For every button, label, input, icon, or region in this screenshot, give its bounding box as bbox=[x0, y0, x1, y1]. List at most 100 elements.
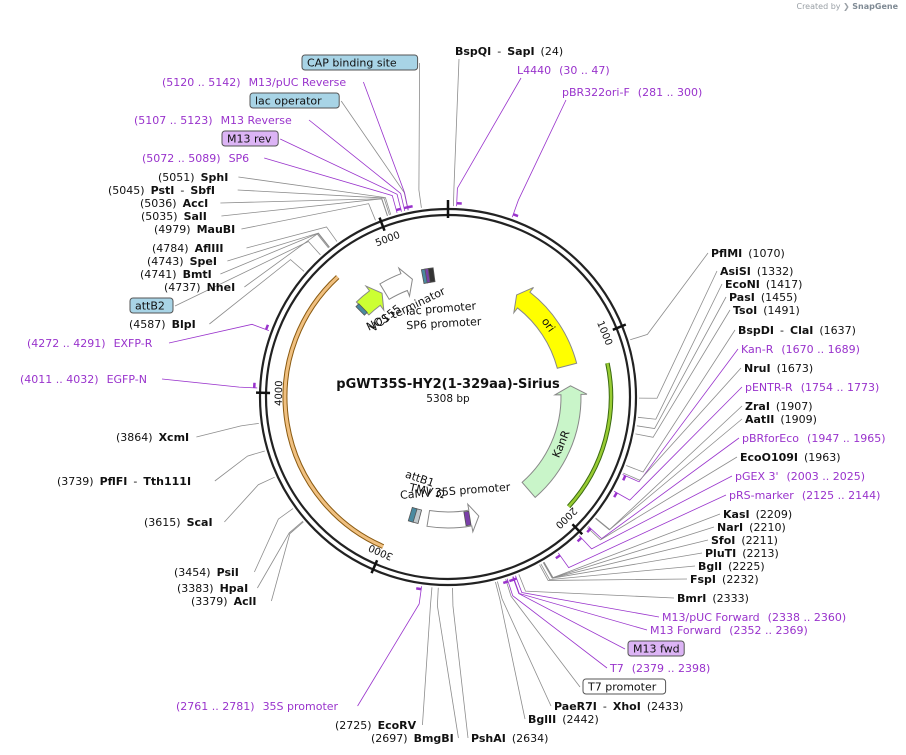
cap-site-box bbox=[427, 267, 436, 283]
primer-bind-mark bbox=[416, 587, 422, 591]
enzyme-name: BlpI bbox=[172, 318, 196, 331]
enzyme-name: Tth111I bbox=[143, 475, 191, 488]
enzyme-label: PaeR7I-XhoI(2433) bbox=[554, 700, 683, 713]
primer-name: pRS-marker bbox=[729, 489, 794, 502]
leader-line bbox=[220, 232, 330, 275]
label-box bbox=[627, 640, 685, 657]
primer-name: M13 Forward bbox=[650, 624, 721, 637]
primer-bind-mark bbox=[622, 475, 627, 481]
enzyme-position: (2210) bbox=[749, 521, 786, 534]
primer-position: (5107 .. 5123) bbox=[134, 114, 213, 127]
enzyme-label: (4784)AflIII bbox=[152, 242, 224, 255]
leader-line bbox=[436, 587, 459, 739]
enzyme-name: BspQI bbox=[455, 45, 491, 58]
enzyme-name: TsoI bbox=[733, 304, 757, 317]
orf-arc-outline bbox=[282, 275, 385, 549]
enzyme-position: (1332) bbox=[757, 265, 794, 278]
leader-line bbox=[224, 476, 275, 523]
enzyme-name: EcoO109I bbox=[740, 451, 798, 464]
kb-tick-mark bbox=[612, 323, 627, 331]
enzyme-name: SapI bbox=[507, 45, 534, 58]
enzyme-position: (4743) bbox=[147, 255, 184, 268]
leader-line bbox=[196, 422, 259, 438]
primer-label: pBRforEco(1947 .. 1965) bbox=[742, 432, 886, 445]
leader-line bbox=[214, 450, 265, 482]
enzyme-separator: - bbox=[180, 184, 184, 197]
primer-bind-mark bbox=[613, 492, 618, 498]
leader-line bbox=[238, 176, 392, 215]
primer-label: pRS-marker(2125 .. 2144) bbox=[729, 489, 880, 502]
primer-position: (2003 .. 2025) bbox=[787, 470, 866, 483]
enzyme-label: NarI (2210) bbox=[717, 521, 786, 534]
enzyme-position: (5035) bbox=[141, 210, 178, 223]
primer-label: Kan-R(1670 .. 1689) bbox=[741, 343, 860, 356]
enzyme-label: (3615)ScaI bbox=[144, 516, 213, 529]
primer-label: (5107 .. 5123)M13 Reverse bbox=[134, 114, 292, 127]
leader-line bbox=[227, 232, 330, 262]
enzyme-label: KasI(2209) bbox=[723, 508, 792, 521]
leader-line bbox=[587, 456, 738, 541]
primer-position: (2352 .. 2369) bbox=[729, 624, 808, 637]
primer-name: pENTR-R bbox=[745, 381, 793, 394]
leader-line bbox=[418, 62, 422, 208]
leader-line bbox=[595, 418, 743, 531]
enzyme-name: ZraI bbox=[745, 400, 770, 413]
primer-position: (5072 .. 5089) bbox=[142, 152, 221, 165]
label-box bbox=[129, 297, 174, 314]
enzyme-position: (2225) bbox=[728, 560, 765, 573]
enzyme-name: NarI bbox=[717, 521, 743, 534]
enzyme-label: (5051)SphI bbox=[158, 171, 228, 184]
label-box bbox=[582, 678, 667, 695]
primer-label: M13/pUC Forward(2338 .. 2360) bbox=[662, 611, 846, 624]
enzyme-position: (1963) bbox=[804, 451, 841, 464]
leader-line bbox=[630, 252, 709, 341]
enzyme-position: (4741) bbox=[140, 268, 177, 281]
enzyme-name: KasI bbox=[723, 508, 750, 521]
orf-arc bbox=[283, 275, 384, 548]
primer-label: (4011 .. 4032)EGFP-N bbox=[20, 373, 147, 386]
enzyme-name: BglII bbox=[528, 713, 556, 726]
leader-line bbox=[638, 270, 718, 399]
brand-name: SnapGene bbox=[852, 2, 898, 11]
leader-line bbox=[637, 283, 723, 420]
leader-line bbox=[515, 575, 660, 618]
leader-line bbox=[588, 437, 740, 540]
enzyme-label: BglII(2442) bbox=[528, 713, 599, 726]
leader-line bbox=[209, 259, 305, 325]
primer-position: (2379 .. 2398) bbox=[632, 662, 711, 675]
enzyme-label: BspDI-ClaI(1637) bbox=[738, 324, 856, 337]
enzyme-label: NruI(1673) bbox=[744, 362, 813, 375]
primer-bind-mark bbox=[586, 527, 592, 533]
leader-line bbox=[221, 198, 388, 217]
leader-line bbox=[622, 348, 739, 483]
leader-line bbox=[495, 581, 526, 720]
enzyme-position: (1909) bbox=[780, 413, 817, 426]
enzyme-name: FspI bbox=[690, 573, 716, 586]
enzyme-position: (2725) bbox=[335, 719, 372, 732]
primer-position: (1947 .. 1965) bbox=[807, 432, 886, 445]
vc155-feature-arrow bbox=[355, 284, 385, 316]
enzyme-name: SbfI bbox=[190, 184, 215, 197]
label-layer: BspQI-SapI(24)L4440(30 .. 47)pBR322ori-F… bbox=[20, 45, 886, 745]
enzyme-position: (2333) bbox=[712, 592, 749, 605]
leader-line bbox=[506, 578, 608, 669]
leader-line bbox=[557, 494, 727, 569]
label-box-text: M13 rev bbox=[227, 133, 272, 146]
enzyme-position: (24) bbox=[541, 45, 564, 58]
enzyme-label: SfoI(2211) bbox=[711, 534, 778, 547]
primer-bind-mark bbox=[502, 580, 509, 585]
kb-tick-label: 4000 bbox=[274, 380, 286, 406]
enzyme-label: (5036)AccI bbox=[140, 197, 208, 210]
enzyme-label: (3383)HpaI bbox=[177, 582, 248, 595]
leader-line bbox=[280, 138, 402, 212]
primer-position: (5120 .. 5142) bbox=[162, 76, 241, 89]
primer-position: (4011 .. 4032) bbox=[20, 373, 99, 386]
primer-position: (30 .. 47) bbox=[559, 64, 610, 77]
primer-label: pGEX 3'(2003 .. 2025) bbox=[735, 470, 865, 483]
enzyme-label: (4743)SpeI bbox=[147, 255, 217, 268]
leader-line bbox=[237, 189, 390, 216]
enzyme-label: AsiSI(1332) bbox=[720, 265, 793, 278]
leader-line bbox=[363, 81, 409, 211]
primer-name: M13/pUC Forward bbox=[662, 611, 760, 624]
